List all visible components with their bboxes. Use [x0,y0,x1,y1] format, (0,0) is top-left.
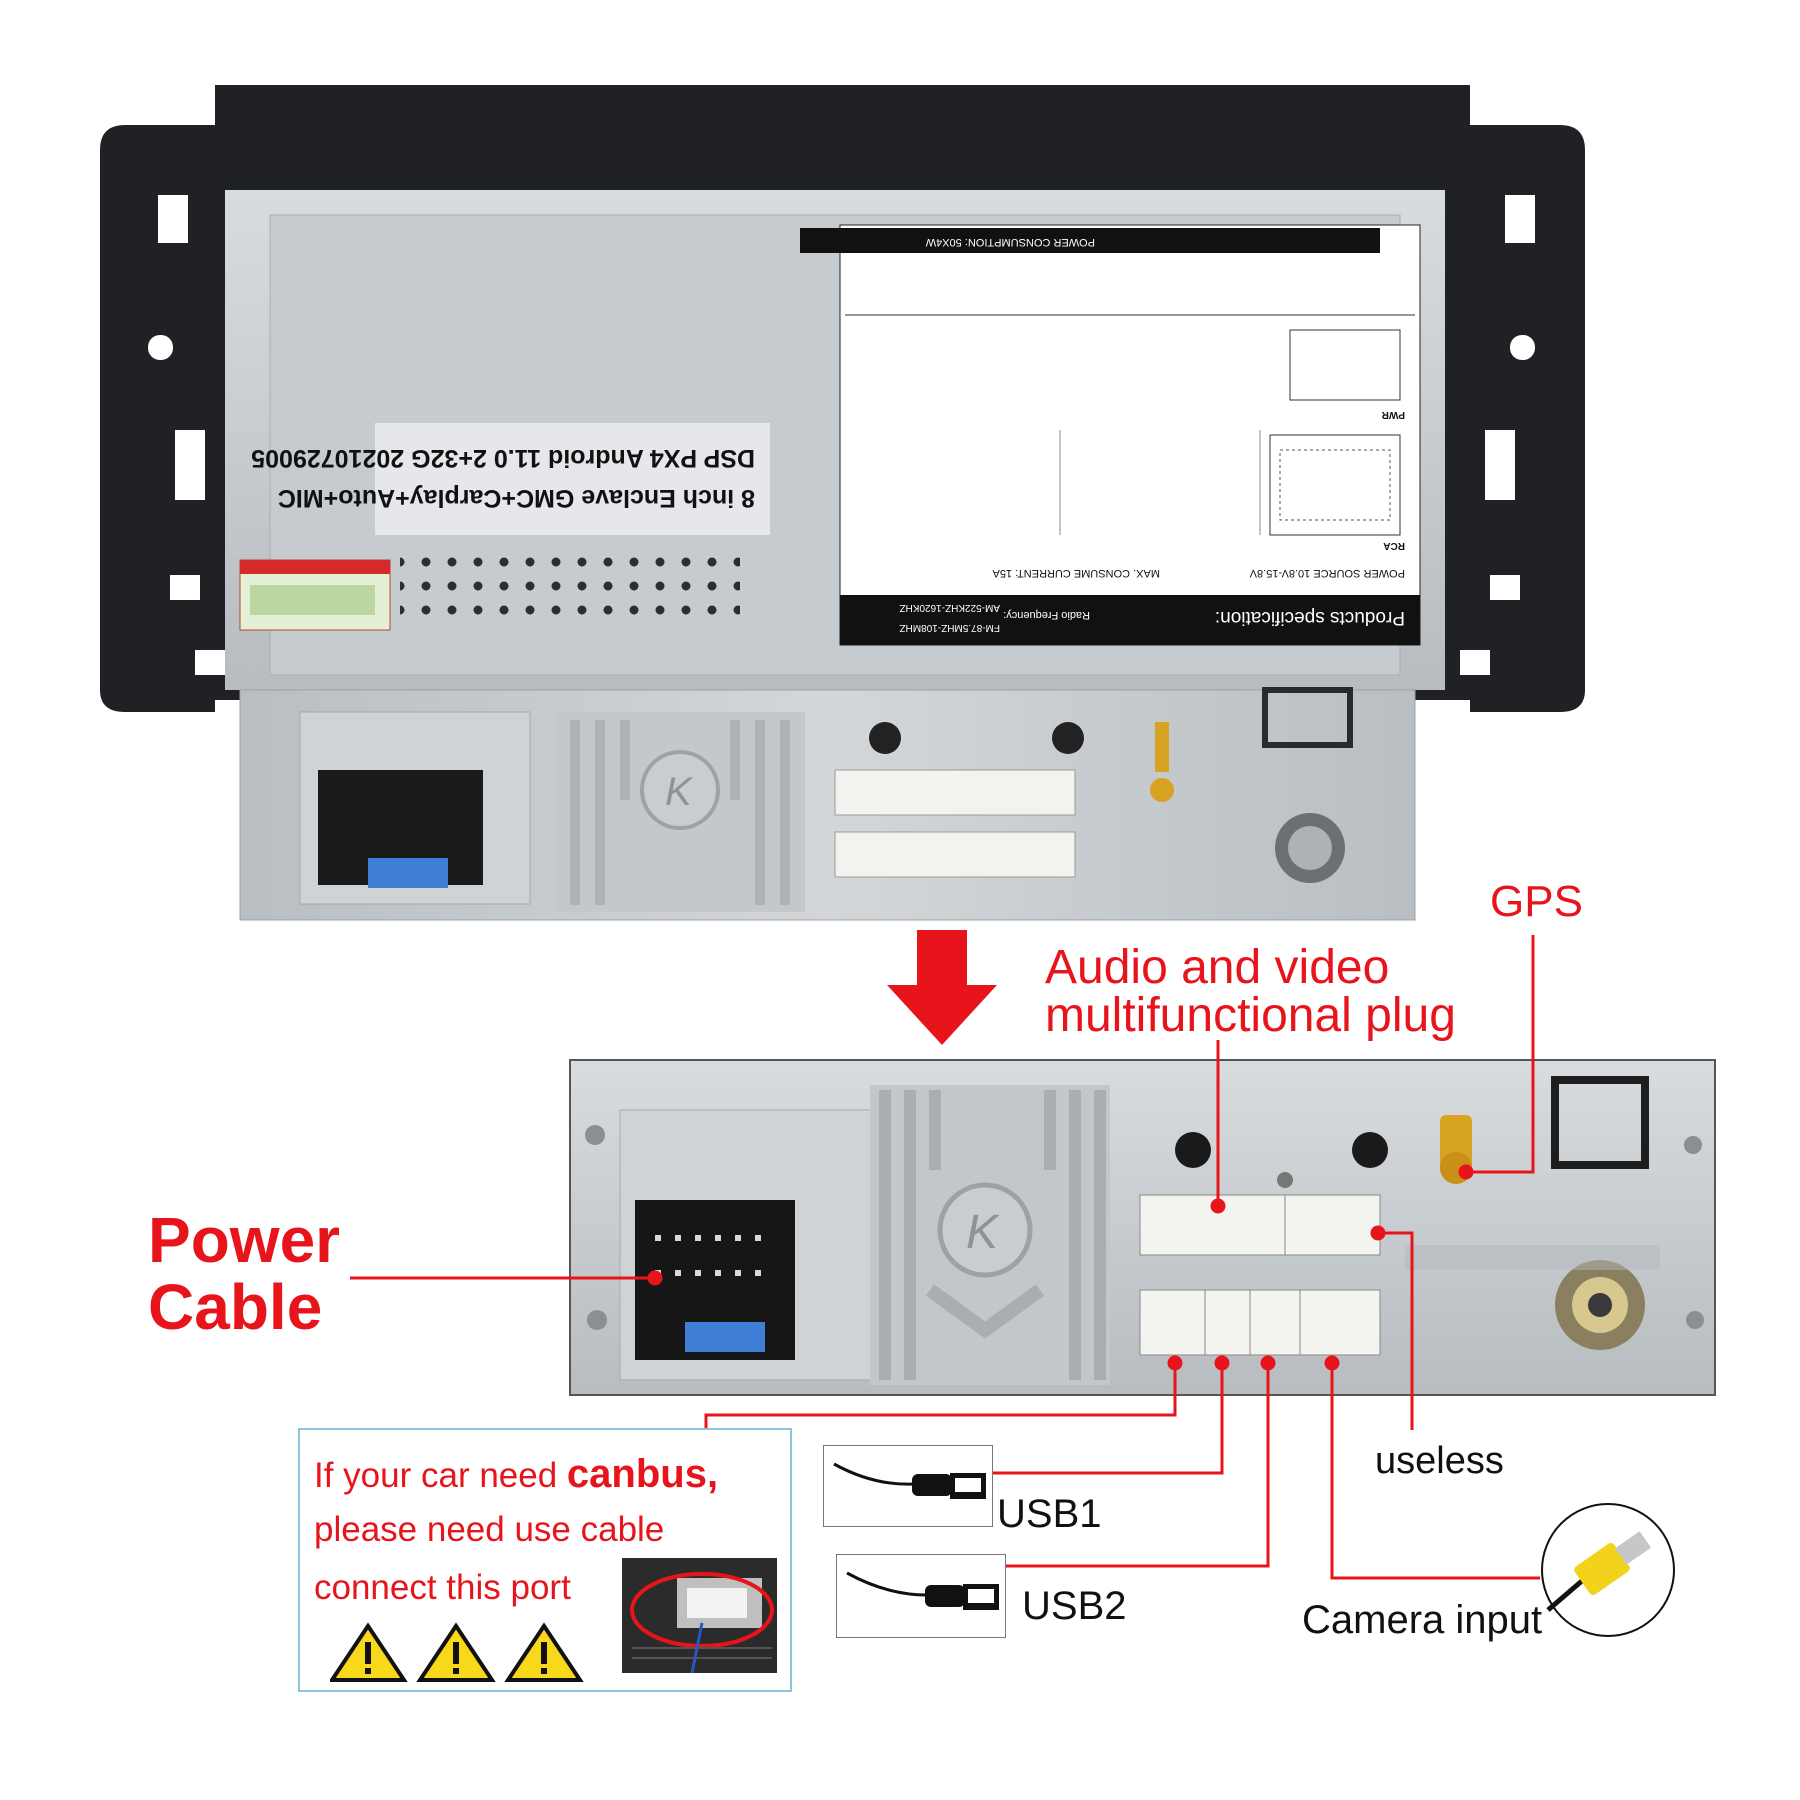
warning-icon [504,1622,584,1682]
label-usb1: USB1 [997,1492,1102,1536]
round-jack [1555,1260,1645,1350]
label-useless: useless [1375,1440,1504,1482]
spec-pwr: PWR [1381,409,1405,420]
spec-consume-current: MAX. CONSUME CURRENT: 15A [992,567,1160,579]
rear-panel-top: K [239,687,1416,921]
canbus-port-photo [622,1558,777,1673]
callout-line-camera [1330,1365,1540,1580]
arrow-down-icon [887,930,997,1045]
rca-plug-icon [1541,1503,1675,1637]
label-audio-video-line1: Audio and video [1045,941,1390,994]
label-power-cable: Power Cable [148,1204,341,1344]
label-audio-video: Audio and video multifunctional plug [1045,944,1456,1040]
vent-holes [400,545,740,617]
av-connector-lower [1139,1289,1381,1356]
usb2-cable-image [836,1554,1006,1638]
canbus-note-line1: If your car need canbus, [314,1452,718,1497]
spec-power-consumption-strip: POWER CONSUMPTION: 50X4W [925,236,1095,248]
canbus-note-line3: connect this port [314,1568,571,1607]
canbus-note-line1-text: If your car need [314,1456,567,1495]
spec-am: AM-522KHZ-1620KHZ [899,602,1000,613]
canbus-note: If your car need canbus, please need use… [298,1428,792,1692]
label-power-cable-line2: Cable [148,1271,323,1344]
callout-line-useless [1378,1231,1414,1430]
callout-line-usb1 [992,1365,1224,1475]
spec-power-source: POWER SOURCE 10.8V-15.8V [1249,567,1405,579]
warning-icon [330,1622,408,1682]
heatsink: K [870,1085,1110,1385]
usb-cable-icon [833,1462,986,1499]
callout-line-usb2 [1006,1365,1270,1568]
canbus-note-line1-bold: canbus, [566,1452,719,1496]
spec-title: Products specification: [1215,607,1405,628]
warning-icons [330,1622,584,1682]
spec-radio-frequency: Radio Frequency: [1003,609,1090,621]
product-sticker: 8 inch Enclave GMC+Carplay+Auto+MIC DSP … [251,423,770,535]
callout-line-canbus [704,1365,1177,1430]
usb1-cable-image [823,1445,993,1527]
av-connector-upper [1139,1194,1381,1256]
label-gps: GPS [1490,877,1583,926]
qc-seal-sticker [239,559,391,631]
label-power-cable-line1: Power [148,1204,341,1276]
label-audio-video-line2: multifunctional plug [1045,989,1456,1042]
product-sticker-line1: 8 inch Enclave GMC+Carplay+Auto+MIC [278,484,755,512]
usb-cable-icon [846,1571,999,1610]
spec-label: Products specification: POWER SOURCE 10.… [839,224,1421,646]
spec-rca: RCA [1383,540,1405,551]
warning-icon [416,1622,496,1682]
spec-fm: FM-87.5MHZ-108MHZ [899,622,1000,633]
brand-mark-top: K [665,770,694,814]
callout-line-gps [1467,935,1535,1174]
product-sticker-line2: DSP PX4 Android 11.0 2+32G 20210729005 [251,444,755,472]
canbus-note-line2: please need use cable [314,1510,665,1549]
brand-mark: K [966,1206,1000,1259]
label-usb2: USB2 [1022,1584,1127,1628]
label-camera-input: Camera input [1302,1598,1543,1642]
